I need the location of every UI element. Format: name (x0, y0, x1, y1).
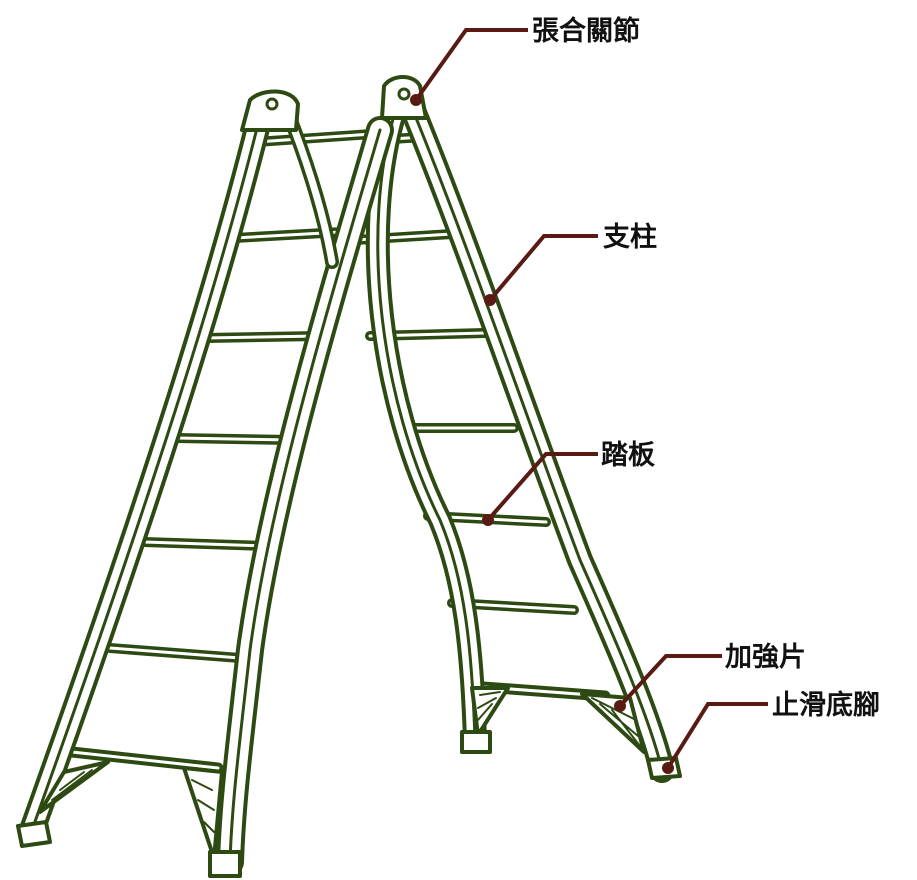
back-left-brace (470, 686, 510, 737)
step-leader (486, 452, 598, 522)
front-rung (105, 643, 245, 663)
back-right-rail (399, 95, 675, 783)
front-rung (251, 129, 377, 147)
front-left-brace (38, 760, 110, 814)
upright-leader-dot (484, 294, 496, 306)
front-right-rail (216, 116, 394, 876)
hinge-label: 張合關節 (532, 15, 640, 47)
foot-leader (666, 702, 768, 770)
back-ladder (350, 75, 682, 783)
front-rung (139, 537, 271, 551)
front-right-foot (208, 850, 242, 878)
front-rung (201, 331, 323, 343)
foot-label: 止滑底腳 (772, 689, 880, 721)
front-ladder (16, 89, 394, 878)
upright-leader (488, 234, 598, 302)
front-right-brace (182, 766, 224, 860)
front-rung (171, 433, 297, 445)
step-label: 踏板 (601, 440, 655, 471)
back-left-foot (460, 730, 492, 754)
front-rung (66, 746, 224, 774)
front-cross-strut (283, 111, 339, 269)
hinge-leader (414, 28, 528, 102)
front-left-rail (19, 95, 275, 843)
brace-label: 加強片 (725, 642, 806, 673)
callout-labels: 張合關節 支柱 踏板 加強片 止滑底腳 (532, 15, 880, 721)
front-left-foot (16, 820, 52, 848)
upright-label: 支柱 (603, 222, 657, 253)
hinge-leader-dot (410, 94, 422, 106)
foot-leader-dot (662, 762, 674, 774)
back-left-rail (365, 100, 487, 752)
callout-leaders (410, 28, 768, 774)
brace-leader (618, 654, 722, 708)
step-leader-dot (482, 514, 494, 526)
back-right-brace (580, 692, 646, 754)
back-hinge-cap (380, 75, 428, 120)
brace-leader-dot (614, 700, 626, 712)
front-hinge-cap (240, 89, 300, 132)
